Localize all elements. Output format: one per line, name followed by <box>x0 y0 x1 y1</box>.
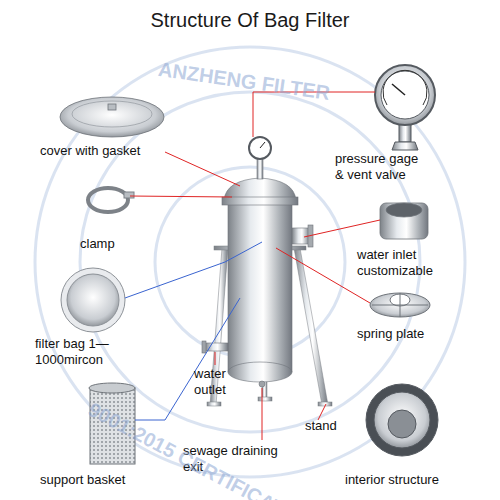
cover-picture-part <box>60 97 164 137</box>
inlet-picture <box>380 203 428 239</box>
filter-housing <box>202 137 313 387</box>
leader-lines-part <box>215 352 216 365</box>
part-label: spring plate <box>357 326 457 342</box>
leader-lines-part <box>318 404 326 420</box>
diagram-title: Structure Of Bag Filter <box>0 8 500 32</box>
cover-picture <box>60 97 164 137</box>
filter-housing-part <box>249 137 271 159</box>
part-label: support basket <box>40 472 160 488</box>
clamp-picture-part <box>88 188 128 212</box>
inlet-picture-part <box>386 203 422 217</box>
part-label: clamp <box>80 236 140 252</box>
filter-housing-part <box>260 142 265 148</box>
leader-lines-part <box>276 248 370 303</box>
filter-bag-picture <box>61 268 125 332</box>
stand-legs-part <box>294 248 328 405</box>
part-label: interior structure <box>345 472 475 488</box>
cover-picture-part <box>72 101 152 127</box>
pressure-gauge-picture <box>375 65 435 150</box>
filter-bag-picture-part <box>67 274 119 326</box>
filter-bag-picture-part <box>61 268 125 332</box>
cover-picture-part <box>108 104 116 110</box>
clamp-picture-part <box>124 192 134 198</box>
pressure-gauge-picture-part <box>381 71 429 119</box>
leader-lines-part <box>165 152 240 186</box>
pressure-gauge-picture-part <box>392 142 418 150</box>
spring-plate-picture-part <box>400 293 401 317</box>
interior-structure-picture <box>366 384 438 456</box>
pressure-gauge-picture-part <box>392 84 405 95</box>
pressure-gauge-picture-part <box>383 70 427 105</box>
leader-lines <box>130 92 380 440</box>
filter-housing-part <box>224 178 296 200</box>
part-label: water outlet <box>194 366 239 398</box>
interior-structure-picture-part <box>374 392 430 448</box>
stand-legs-part <box>210 248 228 405</box>
spring-plate-picture <box>370 293 430 317</box>
filter-housing-part <box>228 362 292 382</box>
interior-structure-picture-part <box>366 384 438 456</box>
stand-legs-part <box>207 402 221 406</box>
leader-lines-blue-part <box>135 298 240 420</box>
filter-housing-part <box>228 200 292 372</box>
leader-lines-blue <box>125 242 262 420</box>
leader-lines-part <box>304 220 380 237</box>
leader-lines-part <box>130 196 232 197</box>
pressure-gauge-picture-part <box>375 65 435 125</box>
filter-housing-part <box>202 341 206 353</box>
interior-structure-picture-part <box>388 410 416 438</box>
spring-plate-picture-part <box>370 293 430 317</box>
filter-housing-part <box>257 158 263 179</box>
part-label: filter bag 1—1000mircon <box>35 336 127 368</box>
stand-legs-part <box>258 397 272 401</box>
leader-lines-part <box>262 388 263 440</box>
part-label: stand <box>305 418 355 434</box>
part-label: water inlet customizable <box>357 247 441 279</box>
watermark-text: ANZHENG FILTER <box>157 58 331 104</box>
support-basket-picture-part <box>89 383 135 393</box>
leader-lines-blue-part <box>125 242 262 298</box>
filter-housing-part <box>222 197 298 205</box>
filter-housing-part <box>259 381 265 387</box>
clamp-picture <box>88 188 134 212</box>
pressure-gauge-picture-part <box>399 124 411 142</box>
part-label: pressure gage & vent valve <box>335 151 427 183</box>
inlet-picture-part <box>380 203 428 239</box>
part-label: cover with gasket <box>40 143 170 159</box>
